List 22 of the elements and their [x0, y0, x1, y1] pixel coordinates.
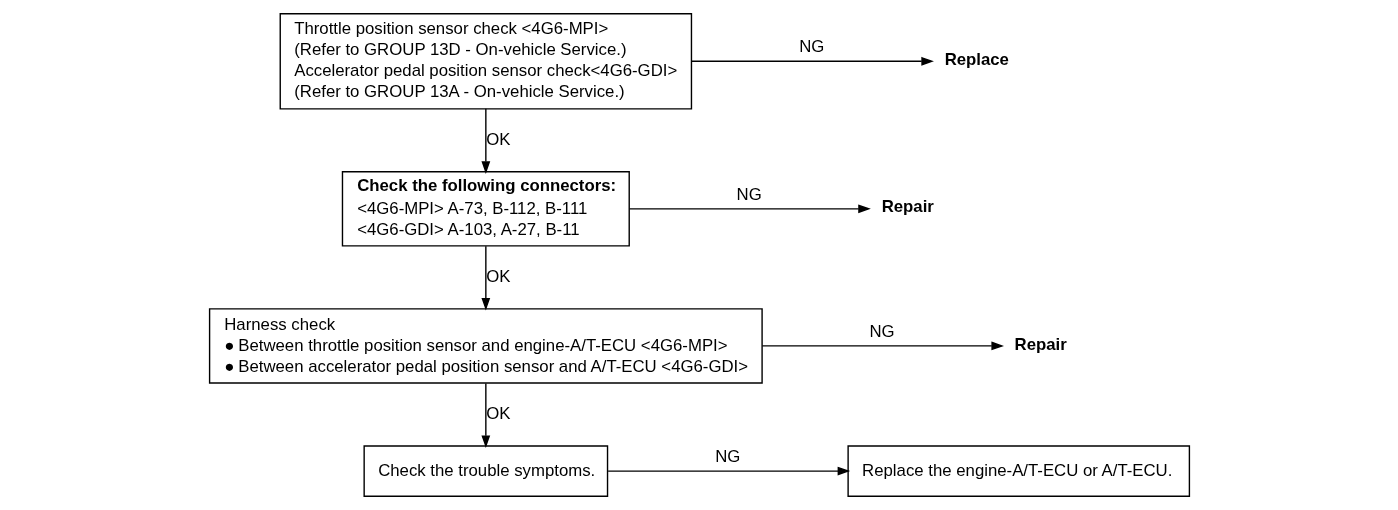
edge-label: OK — [485, 403, 511, 423]
arrow — [606, 466, 850, 476]
edge-label: NG — [714, 447, 740, 467]
node-text: Replace — [944, 49, 1009, 69]
arrow — [628, 204, 871, 214]
arrow — [761, 341, 1004, 351]
node-box: Throttle position sensor check <4G6-MPI> (Refer to GROUP 13D - On-vehicle Service.) Accelerator pedal position sensor check<4G6-GDI> (Refer to GROUP 13A - On-vehicle Service.) — [279, 13, 692, 110]
node-text: Repair — [1014, 334, 1067, 354]
arrow — [690, 56, 934, 66]
node-box: Replace the engine-A/T-ECU or A/T-ECU. — [846, 445, 1190, 497]
node-box: Harness check ● Between throttle position sensor and engine-A/T-ECU <4G6-MPI> ● Between accelerator pedal position sensor and A/T-ECU <4G6-GDI> — [208, 308, 763, 384]
node-text: Repair — [881, 197, 934, 217]
edge-label: NG — [798, 37, 824, 57]
edge-label: OK — [485, 266, 511, 286]
arrow — [480, 108, 490, 174]
node-box: Check the trouble symptoms. — [362, 445, 608, 497]
arrow — [480, 382, 490, 448]
edge-label: NG — [868, 321, 895, 341]
arrow — [480, 245, 490, 311]
edge-label: OK — [485, 129, 511, 149]
edge-label: NG — [736, 184, 762, 204]
node-box: Check the following connectors: <4G6-MPI> A-73, B-112, B-111 <4G6-GDI> A-103, A-27, B-11 — [341, 171, 630, 247]
